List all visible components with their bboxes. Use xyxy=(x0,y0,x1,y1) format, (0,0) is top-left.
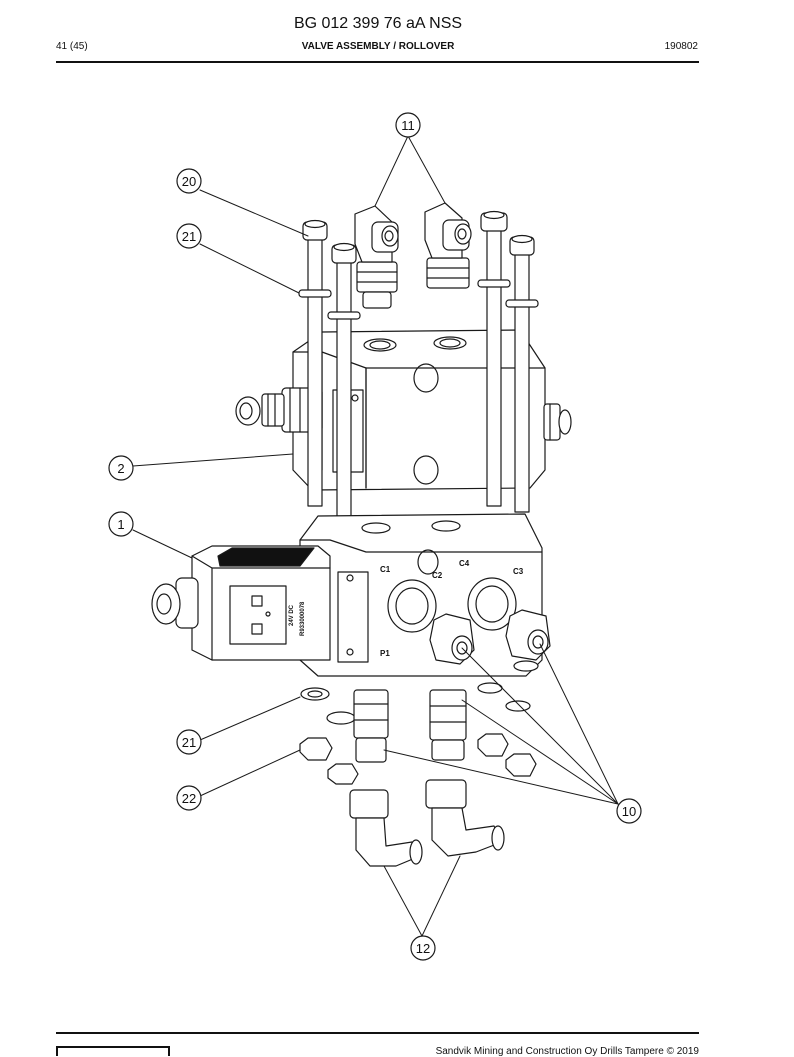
upper-valve-block xyxy=(235,329,572,491)
callout-20-text: 20 xyxy=(182,174,196,189)
document-date: 190802 xyxy=(664,41,698,52)
page-number: 41 (45) xyxy=(56,41,88,52)
port-labels: C1 C2 C4 C3 P1 24V DC R933000078 xyxy=(289,559,524,658)
leader-lines xyxy=(132,135,619,937)
lower-loose-parts xyxy=(299,660,539,867)
callout-10: 10 xyxy=(616,798,642,824)
port-label-c4: C4 xyxy=(459,559,470,568)
right-fitting xyxy=(543,403,572,441)
elbow-fittings-top xyxy=(354,202,472,309)
callout-21-upper: 21 xyxy=(176,223,202,249)
lower-valve-block xyxy=(151,513,551,677)
callout-11-text: 11 xyxy=(401,118,415,133)
callouts: 11 20 21 2 1 21 22 10 xyxy=(108,112,642,961)
callout-12: 12 xyxy=(410,935,436,961)
port-label-c1: C1 xyxy=(380,565,391,574)
solenoid-voltage-label: 24V DC xyxy=(289,604,295,626)
callout-12-text: 12 xyxy=(416,941,430,956)
callout-1-text: 1 xyxy=(117,517,124,532)
callout-2: 2 xyxy=(108,455,134,481)
callout-2-text: 2 xyxy=(117,461,124,476)
footer-copyright: Sandvik Mining and Construction Oy Drill… xyxy=(435,1046,699,1057)
port-label-p1: P1 xyxy=(380,649,390,658)
document-title: BG 012 399 76 aA NSS xyxy=(293,15,463,32)
callout-20: 20 xyxy=(176,168,202,194)
callout-10-text: 10 xyxy=(622,804,636,819)
port-label-c2: C2 xyxy=(432,571,443,580)
callout-22: 22 xyxy=(176,785,202,811)
brand-logo xyxy=(56,1046,170,1056)
callout-11: 11 xyxy=(395,112,421,138)
callout-21-upper-text: 21 xyxy=(182,229,196,244)
header-rule xyxy=(56,61,699,63)
solenoid-coil xyxy=(151,545,331,661)
callout-21-lower: 21 xyxy=(176,729,202,755)
port-label-c3: C3 xyxy=(513,567,524,576)
solenoid-part-number: R933000078 xyxy=(300,601,306,636)
footer-rule xyxy=(56,1032,699,1034)
callout-21-lower-text: 21 xyxy=(182,735,196,750)
section-title: VALVE ASSEMBLY / ROLLOVER xyxy=(301,41,455,52)
callout-22-text: 22 xyxy=(182,791,196,806)
bolts-and-washers xyxy=(298,210,539,519)
callout-1: 1 xyxy=(108,511,134,537)
